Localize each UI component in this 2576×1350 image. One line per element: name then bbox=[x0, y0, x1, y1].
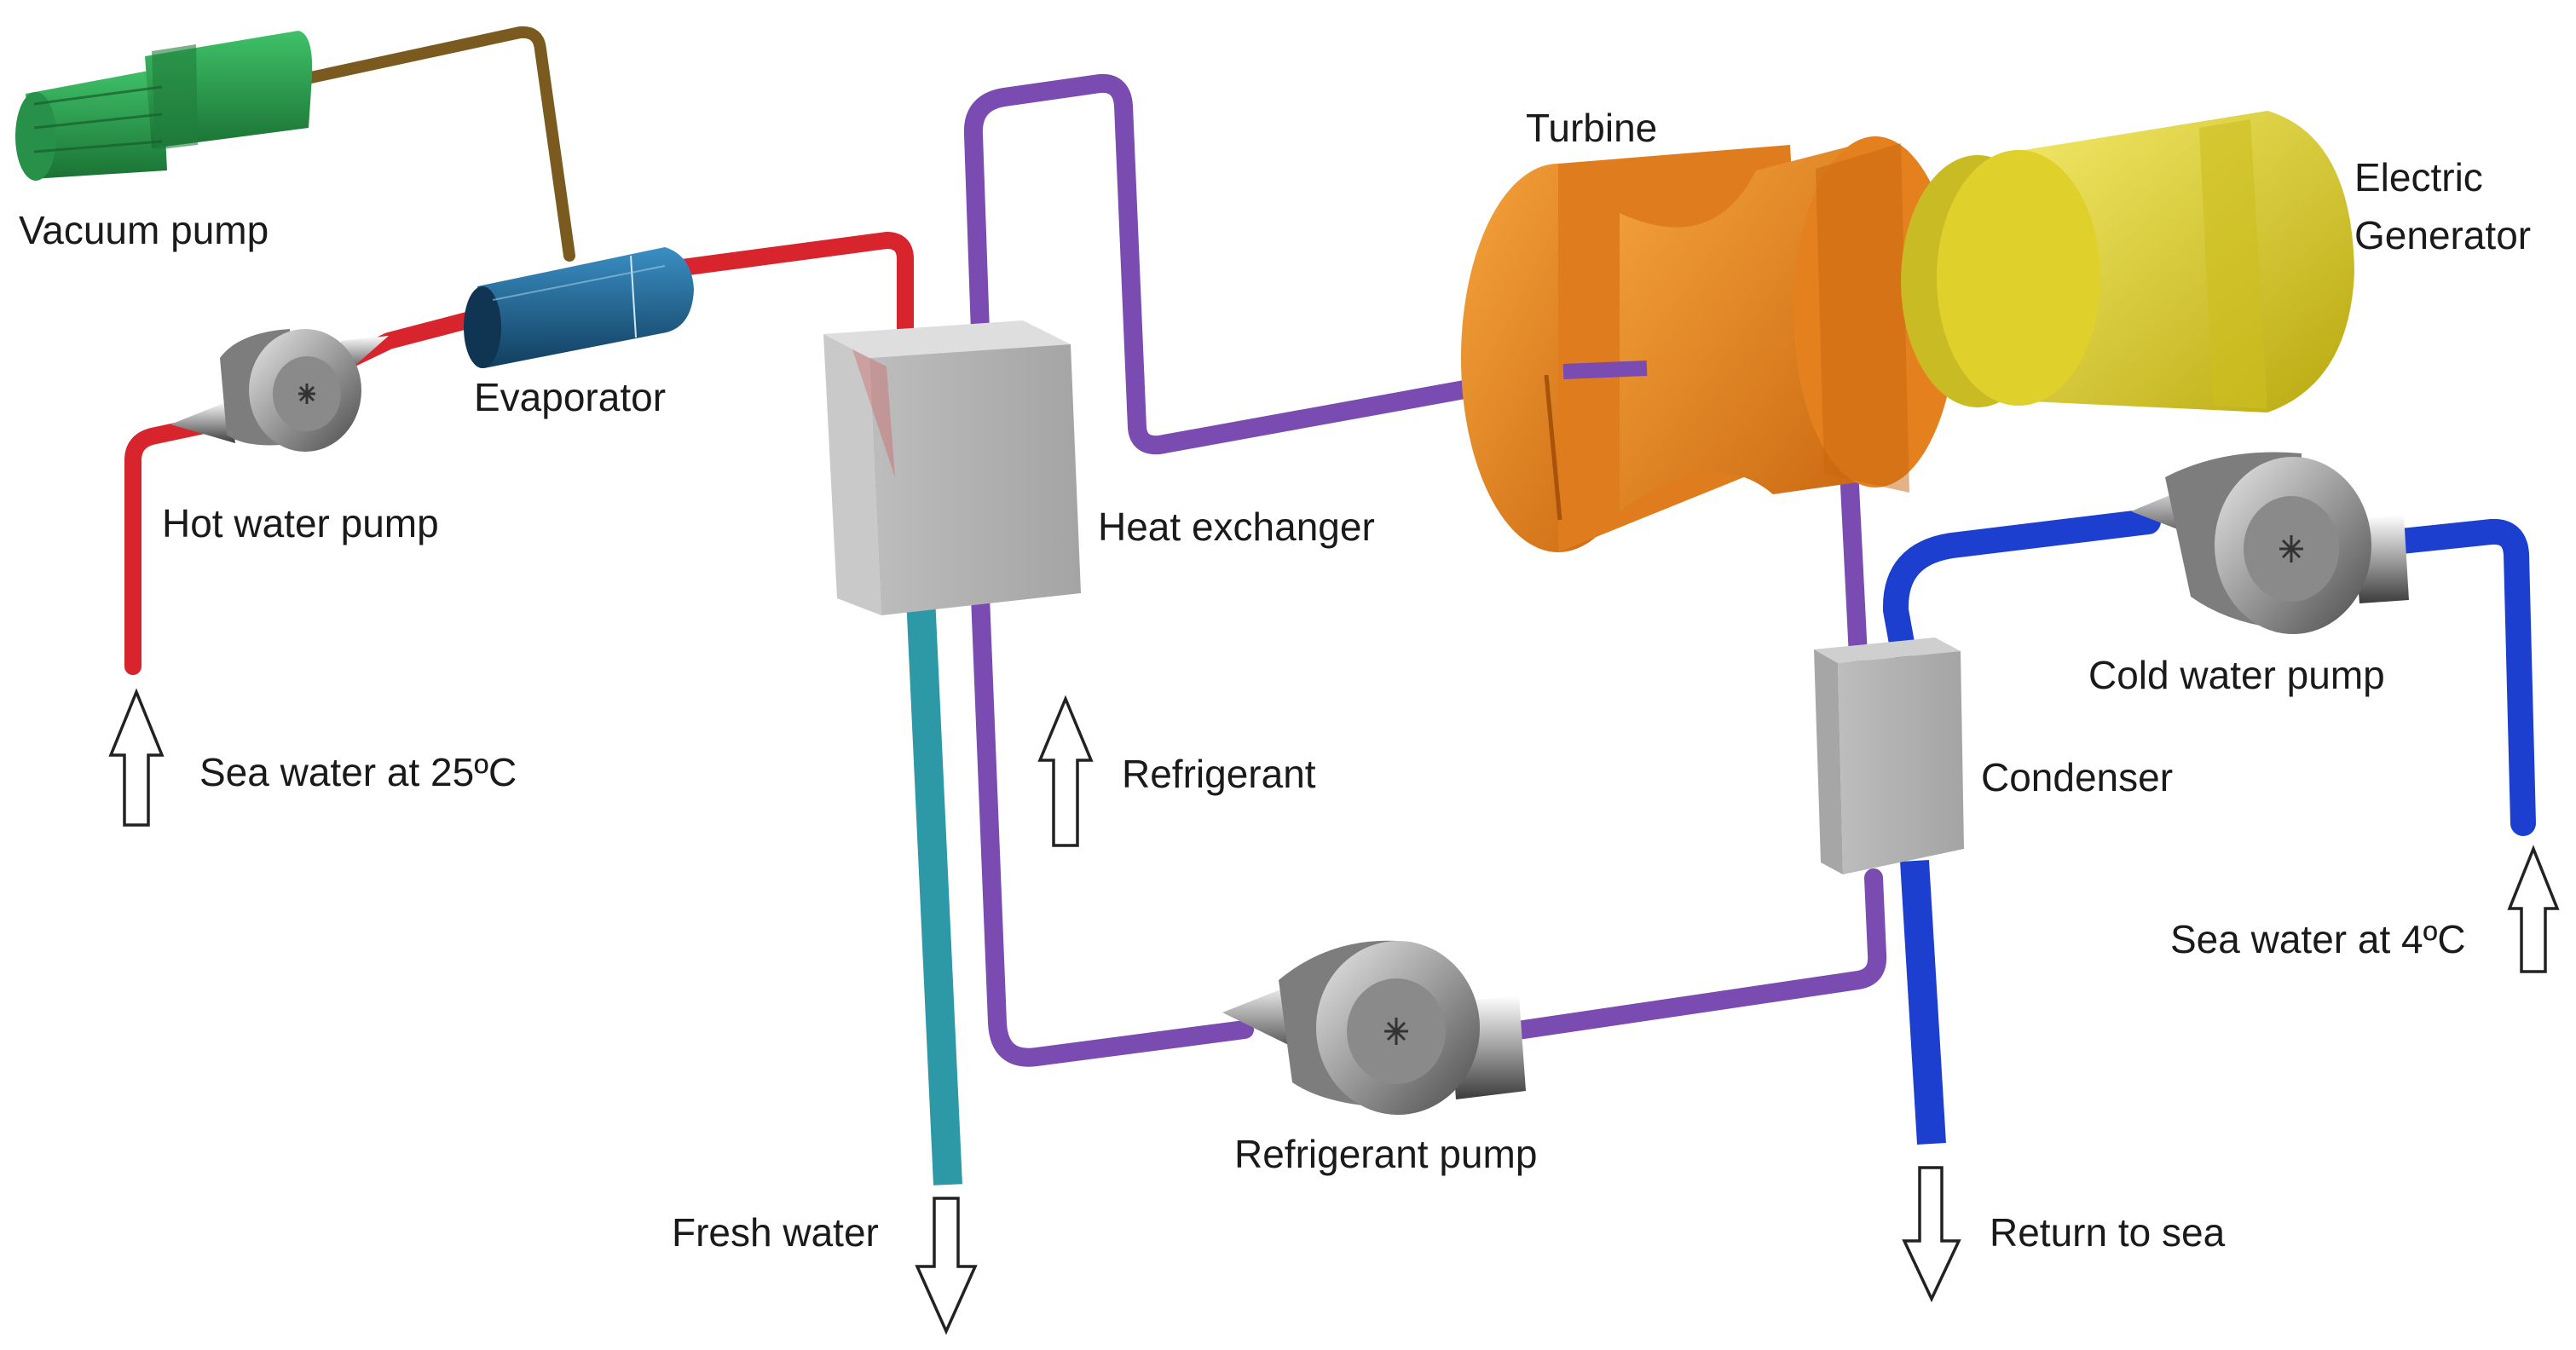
return-water-pipe bbox=[1900, 859, 1946, 1145]
electric-generator-label-line1: Electric bbox=[2354, 155, 2483, 199]
hot-water-pump-label: Hot water pump bbox=[162, 501, 439, 545]
turbine-label: Turbine bbox=[1526, 106, 1657, 150]
refrigerant-pipe-riser bbox=[1840, 476, 1868, 666]
electric-generator-label-line2: Generator bbox=[2354, 213, 2531, 257]
refrigerant-pump-icon bbox=[1222, 940, 1526, 1115]
cold-water-pump-icon bbox=[2131, 452, 2409, 634]
refrigerant-pump-label: Refrigerant pump bbox=[1234, 1132, 1537, 1176]
condenser-icon bbox=[1814, 638, 1964, 874]
flow-arrow-icon bbox=[2507, 845, 2560, 973]
refrigerant-label: Refrigerant bbox=[1122, 752, 1316, 796]
vacuum-line bbox=[301, 26, 575, 262]
refrigerant-pipe-upper bbox=[963, 73, 1573, 455]
evaporator-label: Evaporator bbox=[474, 375, 666, 419]
labels: Vacuum pump Evaporator Hot water pump Se… bbox=[19, 106, 2531, 1255]
refrigerant-pipe-lower bbox=[971, 587, 1887, 1067]
flow-arrow-icon bbox=[108, 688, 165, 827]
fresh-water-label: Fresh water bbox=[672, 1210, 879, 1255]
condenser-label: Condenser bbox=[1981, 755, 2173, 799]
cold-water-pump-label: Cold water pump bbox=[2088, 653, 2385, 697]
vacuum-pump-label: Vacuum pump bbox=[19, 208, 269, 252]
pipes bbox=[124, 26, 2536, 1186]
hot-water-pipe bbox=[124, 232, 914, 675]
evaporator-icon bbox=[464, 247, 694, 368]
generator-icon bbox=[1901, 111, 2354, 412]
heat-exchanger-label: Heat exchanger bbox=[1098, 505, 1375, 549]
turbine-icon bbox=[1461, 136, 1957, 552]
cold-water-pipe bbox=[1882, 509, 2536, 836]
sea-water-cold-label: Sea water at 4ºC bbox=[2170, 917, 2466, 961]
flow-arrow-icon bbox=[1902, 1166, 1961, 1303]
return-to-sea-label: Return to sea bbox=[1990, 1210, 2226, 1255]
flow-arrow-icon bbox=[1037, 695, 1094, 847]
sea-water-warm-label: Sea water at 25ºC bbox=[199, 750, 517, 794]
flow-arrow-icon bbox=[915, 1197, 978, 1336]
hot-water-pump-icon bbox=[170, 329, 389, 452]
vacuum-pump-icon bbox=[15, 31, 313, 181]
fresh-water-pipe bbox=[906, 596, 962, 1186]
heat-exchanger-icon bbox=[823, 320, 1081, 615]
